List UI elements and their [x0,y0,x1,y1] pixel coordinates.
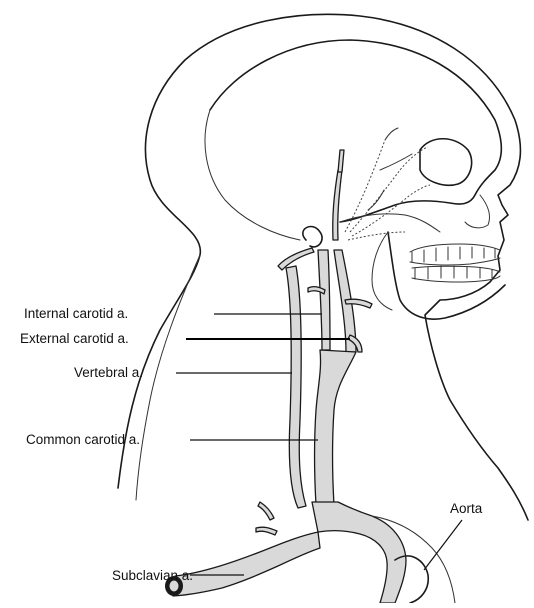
thyrocervical-trunk [258,502,274,520]
zygomatic-arch [340,214,440,232]
facial-branches [345,128,430,240]
label-internal-carotid: Internal carotid a. [24,306,128,321]
aortic-arch [312,502,406,603]
nasal-cavity [465,195,490,228]
subclavian-artery [173,532,320,596]
neck-back-outline [136,255,200,500]
label-subclavian: Subclavian a. [112,568,193,583]
internal-carotid-loop [303,227,322,247]
mandible [388,232,505,319]
skull-back [205,110,300,240]
skull-outline [210,40,501,222]
superficial-temporal-artery [333,170,342,240]
label-aorta: Aorta [450,501,483,516]
label-vertebral: Vertebral a. [74,365,143,380]
orbit [420,139,472,185]
temporal-branch [338,150,344,172]
internal-carotid-artery [318,250,330,350]
upper-teeth [410,244,500,265]
label-external-carotid: External carotid a. [20,331,129,346]
label-common-carotid: Common carotid a. [26,432,140,447]
lower-teeth [412,266,500,282]
costocervical-trunk [256,527,277,535]
vertebral-artery [286,266,306,508]
common-carotid-artery [315,350,357,505]
